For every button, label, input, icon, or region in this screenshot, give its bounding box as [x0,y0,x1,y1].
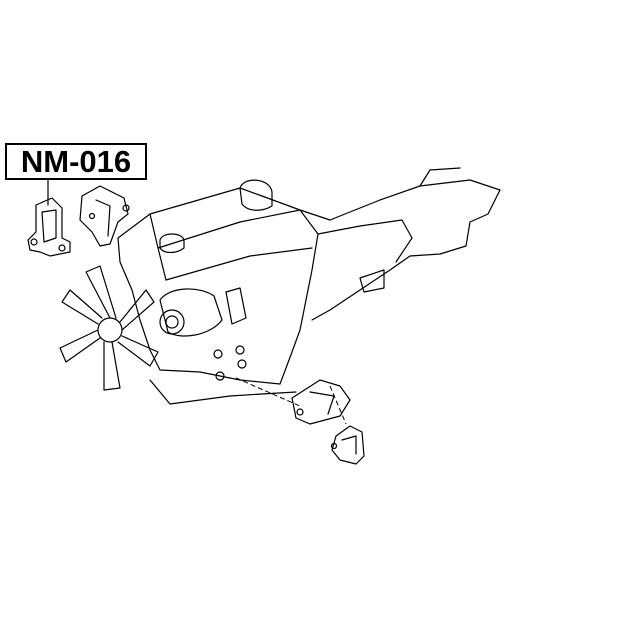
assembly-line [329,385,347,425]
engine-block [117,179,319,405]
engine-bracket-left [79,185,130,247]
engine-bracket-right [291,379,351,425]
engine-mount-part [27,197,71,257]
assembly-line [235,377,301,407]
engine-mount-right [330,425,365,465]
transmission [299,167,501,321]
cooling-fan [59,265,159,391]
part-number-label: NM-016 [5,143,147,180]
